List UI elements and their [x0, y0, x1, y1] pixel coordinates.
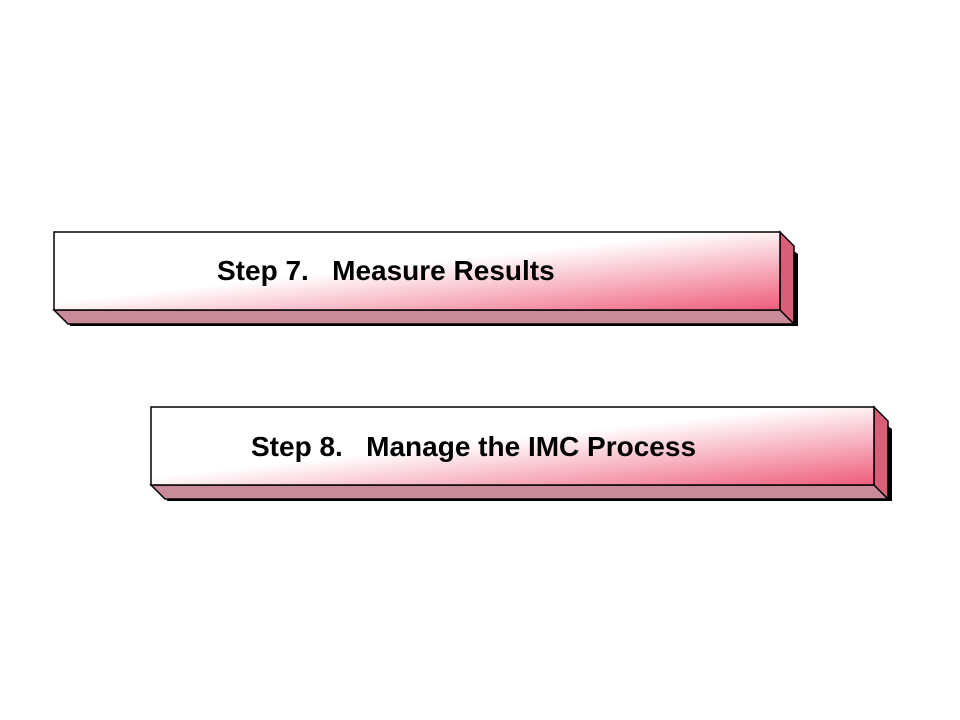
step-7-front-face	[53, 231, 781, 311]
step-7-shape	[52, 230, 798, 326]
step-7-bottom-face	[52, 309, 796, 325]
step-8-shape	[149, 405, 892, 501]
step-7-label: Step 7. Measure Results	[217, 255, 555, 286]
step-7-right-face	[779, 230, 795, 326]
step-8-right-face	[873, 405, 889, 501]
step-8-bottom-face	[149, 484, 890, 500]
step-7-box: Step 7. Measure Results	[52, 230, 799, 329]
step-8-label: Step 8. Manage the IMC Process	[251, 431, 697, 462]
step-8-front-face	[150, 406, 875, 486]
step-8-box: Step 8. Manage the IMC Process	[149, 405, 893, 503]
